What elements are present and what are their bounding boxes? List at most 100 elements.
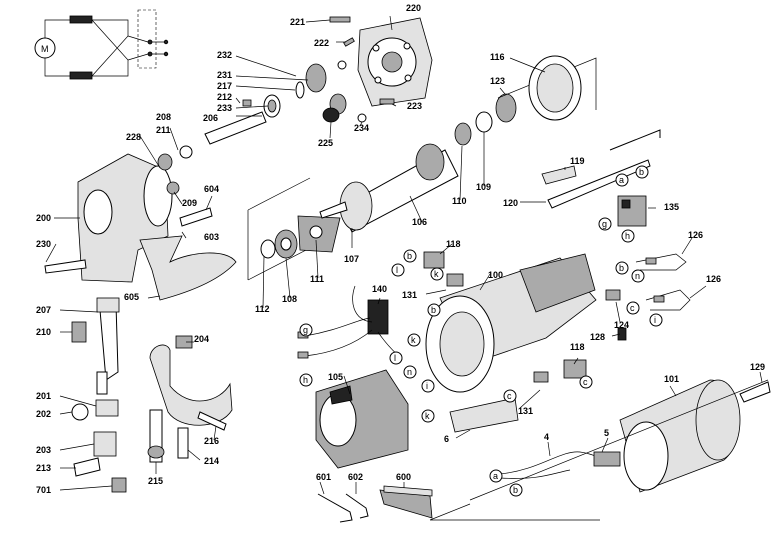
label-605: 605 bbox=[124, 292, 139, 302]
label-206: 206 bbox=[203, 113, 218, 123]
tag-b-3: b bbox=[407, 251, 412, 261]
label-228: 228 bbox=[126, 132, 141, 142]
label-209: 209 bbox=[182, 198, 197, 208]
hex-keys-and-shims bbox=[317, 485, 433, 523]
label-111: 111 bbox=[310, 274, 324, 284]
label-109: 109 bbox=[476, 182, 491, 192]
tag-b-4: b bbox=[431, 305, 436, 315]
label-118-upper: 118 bbox=[446, 239, 461, 249]
label-200: 200 bbox=[36, 213, 51, 223]
label-220: 220 bbox=[406, 3, 421, 13]
label-131-upper: 131 bbox=[402, 290, 417, 300]
tag-c-1: c bbox=[630, 303, 635, 313]
label-110: 110 bbox=[452, 196, 467, 206]
part-numbers: 221 220 222 232 231 217 212 233 206 223 … bbox=[36, 3, 765, 495]
label-4: 4 bbox=[544, 432, 549, 442]
tag-c-2: c bbox=[507, 391, 512, 401]
label-135: 135 bbox=[664, 202, 679, 212]
label-208: 208 bbox=[156, 112, 171, 122]
svg-text:M: M bbox=[41, 44, 49, 54]
label-603: 603 bbox=[204, 232, 219, 242]
label-202: 202 bbox=[36, 409, 51, 419]
tag-i-1: i bbox=[654, 315, 656, 325]
tag-a-2: a bbox=[493, 471, 498, 481]
label-601: 601 bbox=[316, 472, 331, 482]
label-203: 203 bbox=[36, 445, 51, 455]
tag-n-1: n bbox=[635, 271, 640, 281]
label-123: 123 bbox=[490, 76, 505, 86]
label-118-lower: 118 bbox=[570, 342, 585, 352]
label-106: 106 bbox=[412, 217, 427, 227]
tag-h-1: h bbox=[625, 231, 630, 241]
label-221: 221 bbox=[290, 17, 305, 27]
tag-b-1: b bbox=[639, 167, 644, 177]
jaw-components bbox=[71, 297, 233, 493]
label-119: 119 bbox=[570, 156, 585, 166]
label-225: 225 bbox=[318, 138, 333, 148]
label-116: 116 bbox=[490, 52, 505, 62]
tag-l-2: l bbox=[394, 353, 396, 363]
tag-n-2: n bbox=[407, 367, 412, 377]
tag-a-1: a bbox=[619, 175, 624, 185]
label-216: 216 bbox=[204, 436, 219, 446]
tag-c-3: c bbox=[583, 377, 588, 387]
label-129: 129 bbox=[750, 362, 765, 372]
label-207: 207 bbox=[36, 305, 51, 315]
label-222: 222 bbox=[314, 38, 329, 48]
label-101: 101 bbox=[664, 374, 679, 384]
label-211: 211 bbox=[156, 125, 171, 135]
wire-tags: a b g h b n c i b b k l g h k l n i k c … bbox=[299, 165, 663, 497]
label-120: 120 bbox=[503, 198, 518, 208]
armature-assembly bbox=[247, 55, 597, 281]
label-230: 230 bbox=[36, 239, 51, 249]
tag-k-2: k bbox=[411, 335, 416, 345]
label-600: 600 bbox=[396, 472, 411, 482]
wiring-schematic: M bbox=[34, 9, 169, 80]
tag-g-2: g bbox=[303, 325, 308, 335]
cutting-head-housing bbox=[44, 145, 237, 301]
label-217: 217 bbox=[217, 81, 232, 91]
label-214: 214 bbox=[204, 456, 219, 466]
label-126-lower: 126 bbox=[706, 274, 721, 284]
field-coil-assembly bbox=[297, 285, 519, 469]
label-212: 212 bbox=[217, 92, 232, 102]
label-5: 5 bbox=[604, 428, 609, 438]
tag-l-1: l bbox=[396, 265, 398, 275]
label-233: 233 bbox=[217, 103, 232, 113]
tag-g-1: g bbox=[602, 219, 607, 229]
label-140: 140 bbox=[372, 284, 387, 294]
label-105: 105 bbox=[328, 372, 343, 382]
label-124: 124 bbox=[614, 320, 629, 330]
label-107: 107 bbox=[344, 254, 359, 264]
label-6: 6 bbox=[444, 434, 449, 444]
tag-k-3: k bbox=[425, 411, 430, 421]
tag-b-2: b bbox=[619, 263, 624, 273]
label-201: 201 bbox=[36, 391, 51, 401]
gear-head-assembly bbox=[204, 16, 433, 145]
switch-assembly bbox=[541, 129, 661, 227]
label-126-upper: 126 bbox=[688, 230, 703, 240]
label-223: 223 bbox=[407, 101, 422, 111]
label-131-lower: 131 bbox=[518, 406, 533, 416]
label-701: 701 bbox=[36, 485, 51, 495]
label-210: 210 bbox=[36, 327, 51, 337]
tag-h-2: h bbox=[303, 375, 308, 385]
tag-i-2: i bbox=[426, 381, 428, 391]
label-128: 128 bbox=[590, 332, 605, 342]
tag-b-5: b bbox=[513, 485, 518, 495]
label-602: 602 bbox=[348, 472, 363, 482]
label-213: 213 bbox=[36, 463, 51, 473]
power-cord-and-handle bbox=[429, 379, 771, 521]
label-234: 234 bbox=[354, 123, 369, 133]
label-232: 232 bbox=[217, 50, 232, 60]
label-204: 204 bbox=[194, 334, 209, 344]
leader-lines bbox=[45, 15, 763, 495]
label-231: 231 bbox=[217, 70, 232, 80]
tag-k-1: k bbox=[434, 269, 439, 279]
label-604: 604 bbox=[204, 184, 219, 194]
label-215: 215 bbox=[148, 476, 163, 486]
label-112: 112 bbox=[255, 304, 270, 314]
label-108: 108 bbox=[282, 294, 297, 304]
